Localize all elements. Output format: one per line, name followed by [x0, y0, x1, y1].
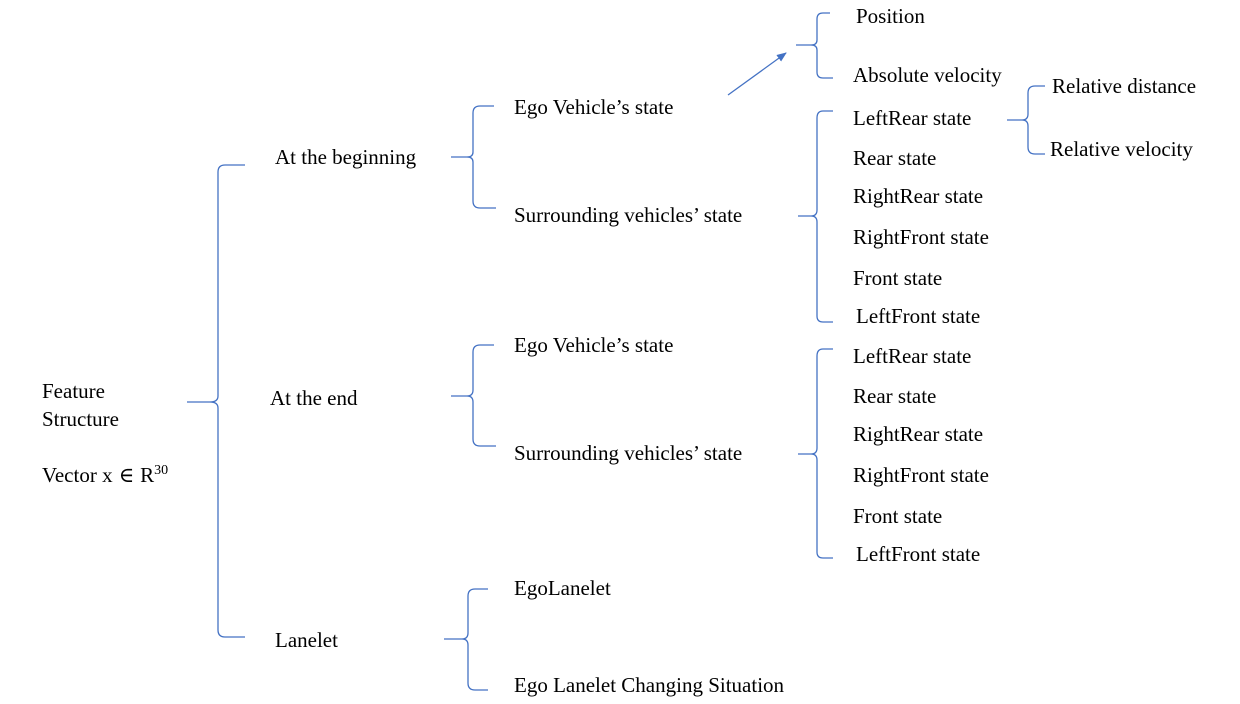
beginning-rightfront-state-label: RightFront state: [853, 225, 989, 249]
end-ego-state-label: Ego Vehicle’s state: [514, 333, 673, 357]
root-vector-label: Vector x∈R30: [42, 463, 168, 487]
end-surrounding-state-label: Surrounding vehicles’ state: [514, 441, 742, 465]
beginning-front-state-label: Front state: [853, 266, 942, 290]
at-the-beginning-label: At the beginning: [275, 145, 417, 169]
position-label: Position: [856, 4, 925, 28]
beginning-rear-state-label: Rear state: [853, 146, 936, 170]
end-rear-state-label: Rear state: [853, 384, 936, 408]
relative-distance-label: Relative distance: [1052, 74, 1196, 98]
lanelet-brace: [444, 588, 488, 691]
ego-lanelet-label: EgoLanelet: [514, 576, 611, 600]
beginning-surrounding-brace: [798, 110, 833, 323]
ego-lanelet-changing-label: Ego Lanelet Changing Situation: [514, 673, 785, 697]
root-brace: [187, 164, 245, 638]
beginning-leftfront-state-label: LeftFront state: [856, 304, 980, 328]
ego-state-brace: [796, 12, 833, 79]
end-brace: [451, 344, 496, 447]
end-front-state-label: Front state: [853, 504, 942, 528]
end-leftfront-state-label: LeftFront state: [856, 542, 980, 566]
end-rightrear-state-label: RightRear state: [853, 422, 983, 446]
end-surrounding-brace: [798, 348, 833, 559]
beginning-leftrear-state-label: LeftRear state: [853, 106, 971, 130]
beginning-rightrear-state-label: RightRear state: [853, 184, 983, 208]
beginning-ego-state-label: Ego Vehicle’s state: [514, 95, 673, 119]
lanelet-label: Lanelet: [275, 628, 338, 652]
at-the-end-label: At the end: [270, 386, 358, 410]
relative-brace: [1007, 85, 1045, 155]
end-rightfront-state-label: RightFront state: [853, 463, 989, 487]
absolute-velocity-label: Absolute velocity: [853, 63, 1002, 87]
ego-state-arrow: [727, 52, 787, 96]
relative-velocity-label: Relative velocity: [1050, 137, 1193, 161]
beginning-brace: [451, 105, 496, 209]
root-title-line2: Structure: [42, 407, 119, 431]
root-title-line1: Feature: [42, 379, 105, 403]
end-leftrear-state-label: LeftRear state: [853, 344, 971, 368]
beginning-surrounding-state-label: Surrounding vehicles’ state: [514, 203, 742, 227]
